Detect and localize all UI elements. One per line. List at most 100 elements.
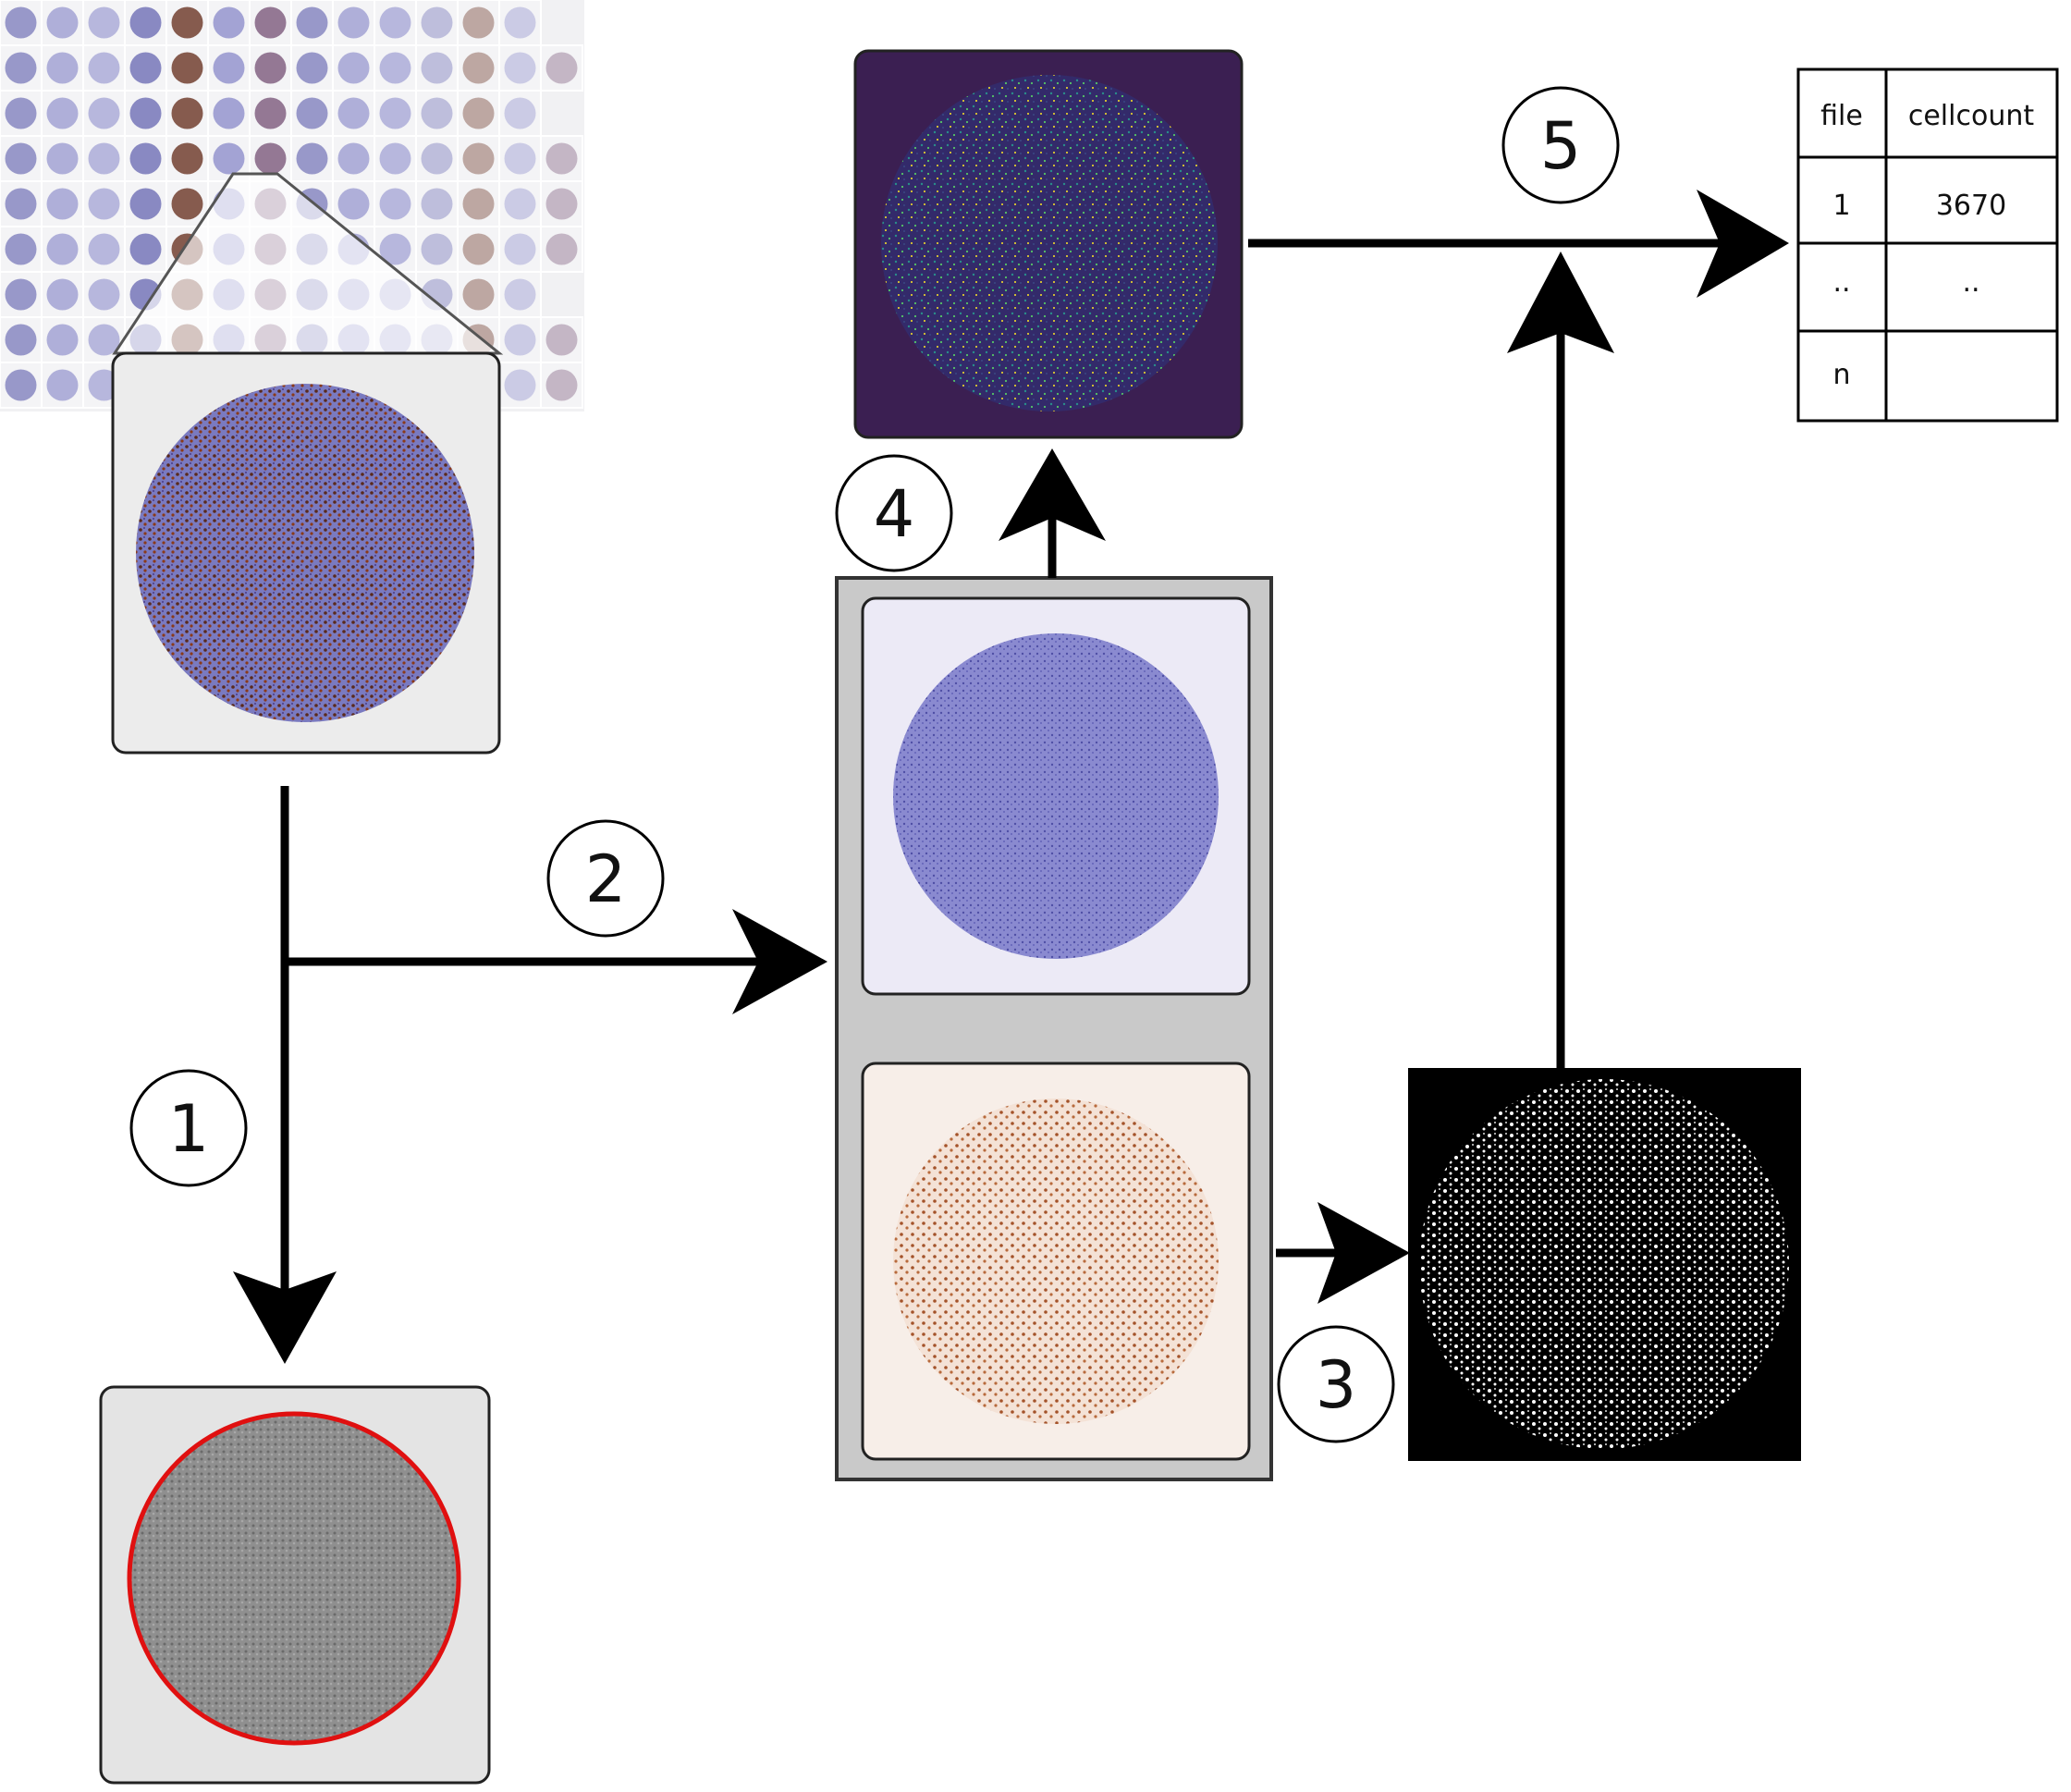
tma-core	[462, 142, 495, 175]
tma-core	[5, 278, 37, 311]
svg-text:1: 1	[168, 1091, 210, 1167]
tma-core	[337, 142, 370, 175]
tma-core	[421, 6, 453, 39]
tma-core	[421, 233, 453, 265]
tma-core	[421, 52, 453, 84]
results-table: file cellcount 1 3670 .. .. n	[1796, 68, 2059, 423]
tma-core	[171, 142, 203, 175]
table-cell: ..	[1832, 266, 1850, 299]
tma-core	[421, 97, 453, 129]
tma-core	[129, 52, 162, 84]
table-cell: 3670	[1936, 190, 2006, 222]
tma-core	[5, 52, 37, 84]
tma-cell	[540, 226, 583, 273]
tma-core	[5, 324, 37, 356]
tma-core	[213, 97, 245, 129]
tma-core	[46, 52, 79, 84]
tma-core	[171, 52, 203, 84]
tma-core	[5, 188, 37, 220]
tma-core	[504, 52, 536, 84]
tma-core	[379, 52, 411, 84]
tma-core	[504, 188, 536, 220]
tma-cell	[415, 180, 459, 227]
tma-core	[462, 52, 495, 84]
tma-core	[379, 233, 411, 265]
tma-core	[129, 188, 162, 220]
tma-core	[88, 188, 120, 220]
tma-cell	[457, 180, 500, 227]
hematoxylin-channel	[861, 596, 1251, 996]
channel-container	[835, 576, 1273, 1481]
tma-core	[504, 324, 536, 356]
tma-core	[545, 52, 578, 84]
tma-cell	[415, 135, 459, 182]
tma-core	[421, 188, 453, 220]
tma-core	[129, 97, 162, 129]
tma-core	[421, 142, 453, 175]
tma-core	[337, 97, 370, 129]
tma-core	[462, 278, 495, 311]
tma-core	[88, 233, 120, 265]
tma-core	[46, 369, 79, 401]
tma-core	[129, 6, 162, 39]
table-cell: 1	[1832, 190, 1850, 222]
tma-cell	[540, 44, 583, 92]
tma-core	[46, 142, 79, 175]
tma-core	[88, 52, 120, 84]
tma-core	[46, 278, 79, 311]
tma-core	[504, 369, 536, 401]
tma-core	[504, 142, 536, 175]
tma-core	[254, 6, 287, 39]
tma-core	[337, 6, 370, 39]
tma-core	[545, 369, 578, 401]
tma-cell	[415, 226, 459, 273]
tma-core	[296, 6, 328, 39]
step-5-marker: 5	[1501, 86, 1620, 204]
tma-core	[171, 6, 203, 39]
tma-core	[254, 142, 287, 175]
tma-core	[129, 142, 162, 175]
tma-core	[545, 142, 578, 175]
tma-core	[129, 233, 162, 265]
tma-core	[379, 142, 411, 175]
table-header-file: file	[1820, 100, 1863, 132]
tma-core	[462, 233, 495, 265]
tma-core	[504, 233, 536, 265]
step-3-marker: 3	[1277, 1325, 1395, 1443]
tma-core	[213, 52, 245, 84]
tma-cell	[457, 90, 500, 137]
tma-core	[379, 97, 411, 129]
tma-core	[5, 142, 37, 175]
tma-core	[379, 188, 411, 220]
tma-core	[296, 142, 328, 175]
tma-core	[462, 188, 495, 220]
tma-core	[254, 52, 287, 84]
arrow-step-2	[285, 909, 827, 1014]
table-cell: ..	[1962, 266, 1979, 299]
zoom-callout	[112, 172, 504, 355]
tma-core	[88, 97, 120, 129]
tma-core	[46, 324, 79, 356]
tma-core	[545, 324, 578, 356]
svg-text:2: 2	[585, 841, 627, 917]
table-cell: n	[1832, 359, 1850, 391]
tma-core	[337, 52, 370, 84]
tma-core	[88, 142, 120, 175]
tma-core	[46, 97, 79, 129]
core-he-dab	[111, 351, 501, 755]
tma-core	[213, 142, 245, 175]
svg-text:5: 5	[1540, 108, 1582, 184]
tma-core	[462, 6, 495, 39]
tma-core	[504, 6, 536, 39]
svg-text:4: 4	[874, 476, 915, 552]
tma-core	[46, 188, 79, 220]
tma-core	[213, 6, 245, 39]
tma-core	[296, 97, 328, 129]
tma-cell	[415, 44, 459, 92]
tma-core	[504, 278, 536, 311]
arrow-step-4	[999, 448, 1106, 578]
svg-text:3: 3	[1316, 1347, 1357, 1423]
viridis-heatmap	[853, 49, 1244, 439]
tma-core	[171, 188, 203, 220]
tma-core	[379, 6, 411, 39]
